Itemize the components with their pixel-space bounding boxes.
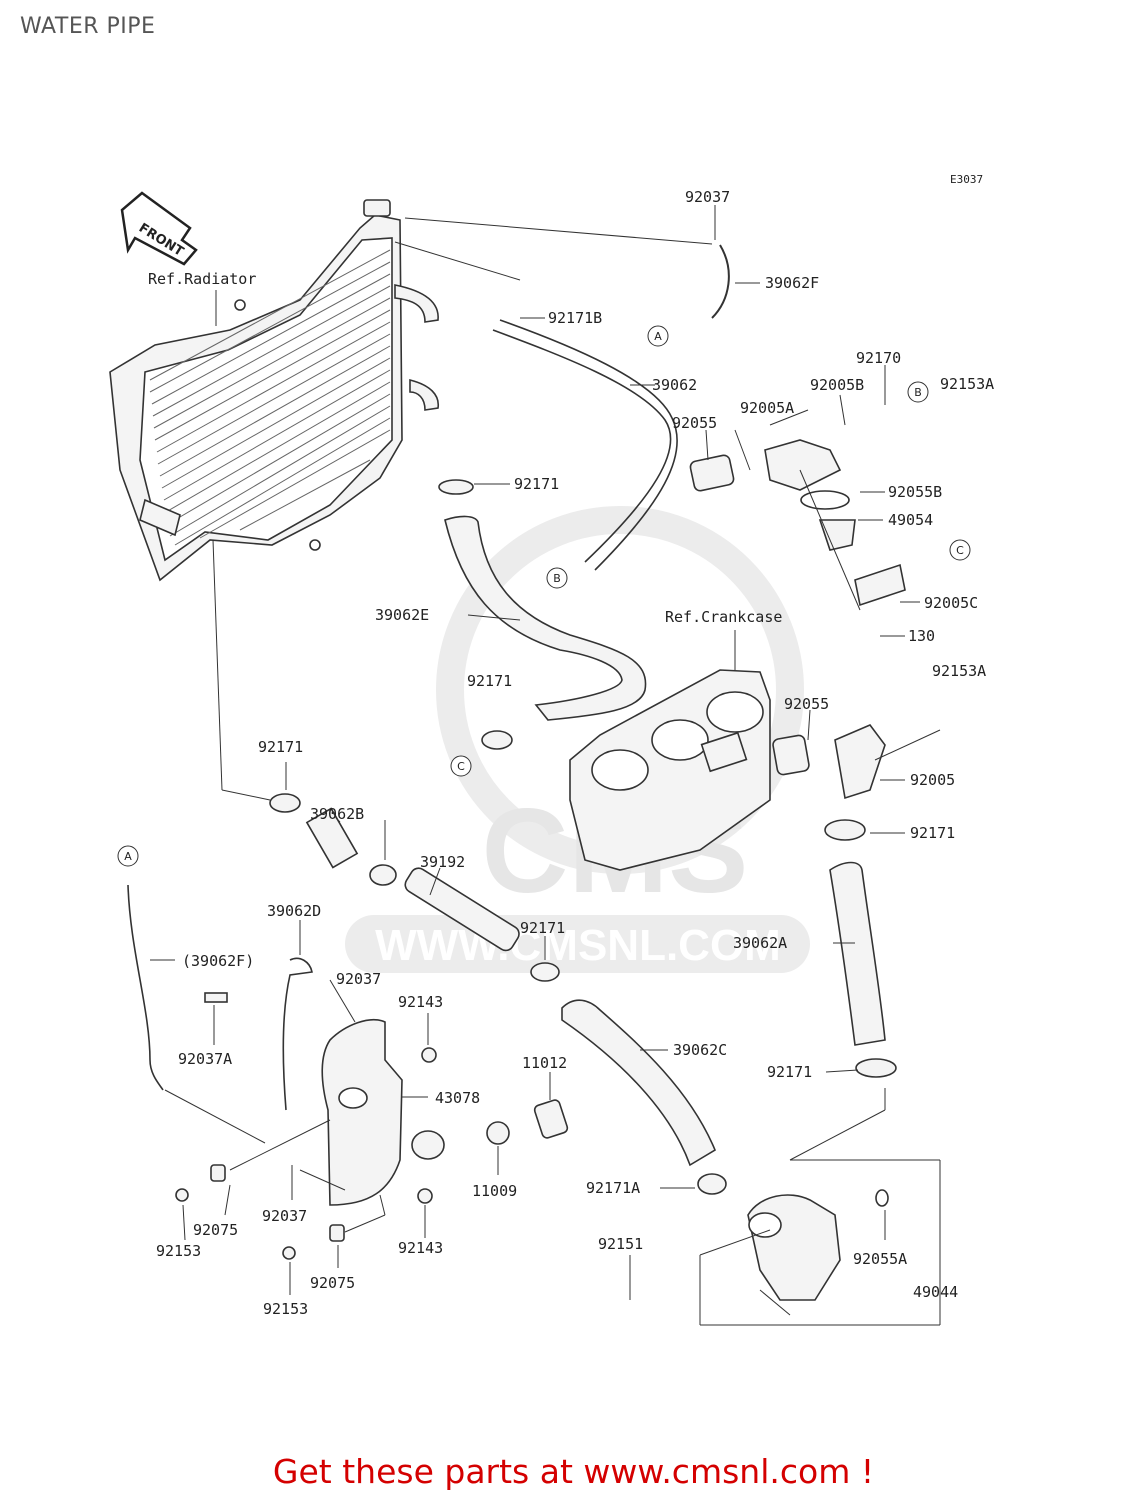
clamp-92171-top	[438, 479, 474, 495]
hose-39062F-lower	[127, 884, 164, 1091]
connector-A-top: A	[654, 330, 662, 343]
part-label: 92037A	[178, 1050, 232, 1068]
footer-promo-link[interactable]: Get these parts at www.cmsnl.com !	[272, 1452, 875, 1491]
part-label: 92171	[767, 1063, 812, 1081]
part-label: 92075	[310, 1274, 355, 1292]
hose-39062C	[561, 999, 717, 1167]
connector-B-right: B	[914, 386, 922, 399]
hose-39062	[492, 329, 672, 563]
part-label: 92171	[910, 824, 955, 842]
hose-39062A	[829, 861, 886, 1046]
part-labels: 92037 39062F 92171B 39062 92170 92005B 9…	[156, 188, 994, 1318]
ref-radiator-label: Ref.Radiator	[148, 270, 256, 288]
crankcase	[569, 669, 771, 871]
part-label: 92171B	[548, 309, 602, 327]
part-label: 49044	[913, 1283, 958, 1301]
part-label: 11012	[522, 1054, 567, 1072]
part-label: 39062E	[375, 606, 429, 624]
part-label: 49054	[888, 511, 933, 529]
pipe-39192	[404, 867, 520, 952]
part-label: 92055	[672, 414, 717, 432]
part-label: 92171	[467, 672, 512, 690]
part-label: 39192	[420, 853, 465, 871]
hose-39062F	[711, 244, 730, 319]
part-label: 92055	[784, 695, 829, 713]
water-pump	[747, 1189, 889, 1301]
part-label: 92143	[398, 993, 443, 1011]
connector-B-mid: B	[553, 572, 561, 585]
part-label: 39062F	[765, 274, 819, 292]
ref-crankcase-label: Ref.Crankcase	[665, 608, 782, 626]
part-label: 39062B	[310, 805, 364, 823]
part-label: 92153	[263, 1300, 308, 1318]
part-label: 92037	[262, 1207, 307, 1225]
part-label: 92153A	[940, 375, 994, 393]
part-label: 92037	[685, 188, 730, 206]
part-label: 92171A	[586, 1179, 640, 1197]
part-label: (39062F)	[182, 952, 254, 970]
part-label: 92005	[910, 771, 955, 789]
front-arrow-icon: FRONT	[120, 191, 198, 266]
part-label: 92005C	[924, 594, 978, 612]
part-label: 92037	[336, 970, 381, 988]
part-label: 92170	[856, 349, 901, 367]
radiator	[109, 199, 439, 582]
hose-39062-outer	[499, 319, 678, 571]
connector-C-right: C	[956, 544, 964, 557]
connector-markers: A B B C C A	[117, 325, 971, 867]
hose-39062E	[444, 515, 647, 721]
watermark-url: WWW.CMSNL.COM	[375, 921, 781, 970]
connector-C-mid: C	[457, 760, 465, 773]
part-label: 39062	[652, 376, 697, 394]
part-label: 92055A	[853, 1250, 907, 1268]
part-label: 39062D	[267, 902, 321, 920]
part-label: 92151	[598, 1235, 643, 1253]
water-pipe-92005	[834, 724, 886, 800]
part-label: 130	[908, 627, 935, 645]
page-title: WATER PIPE	[20, 14, 156, 39]
diagram-code: E3037	[950, 173, 983, 186]
part-label: 92005B	[810, 376, 864, 394]
part-label: 92153A	[932, 662, 986, 680]
hose-39062D	[282, 957, 313, 1111]
thermostat-housing	[689, 439, 906, 607]
part-label: 92055B	[888, 483, 942, 501]
connector-A-left: A	[124, 850, 132, 863]
part-label: 92005A	[740, 399, 794, 417]
part-label: 92171	[258, 738, 303, 756]
part-label: 92075	[193, 1221, 238, 1239]
part-label: 39062C	[673, 1041, 727, 1059]
part-label: 92153	[156, 1242, 201, 1260]
part-label: 92171	[520, 919, 565, 937]
part-label: 92143	[398, 1239, 443, 1257]
part-label: 43078	[435, 1089, 480, 1107]
part-label: 39062A	[733, 934, 787, 952]
hose-39062B	[305, 807, 359, 869]
leader-lines	[150, 205, 941, 1326]
reservoir-tank	[321, 1018, 403, 1206]
part-label: 92171	[514, 475, 559, 493]
part-label: 11009	[472, 1182, 517, 1200]
